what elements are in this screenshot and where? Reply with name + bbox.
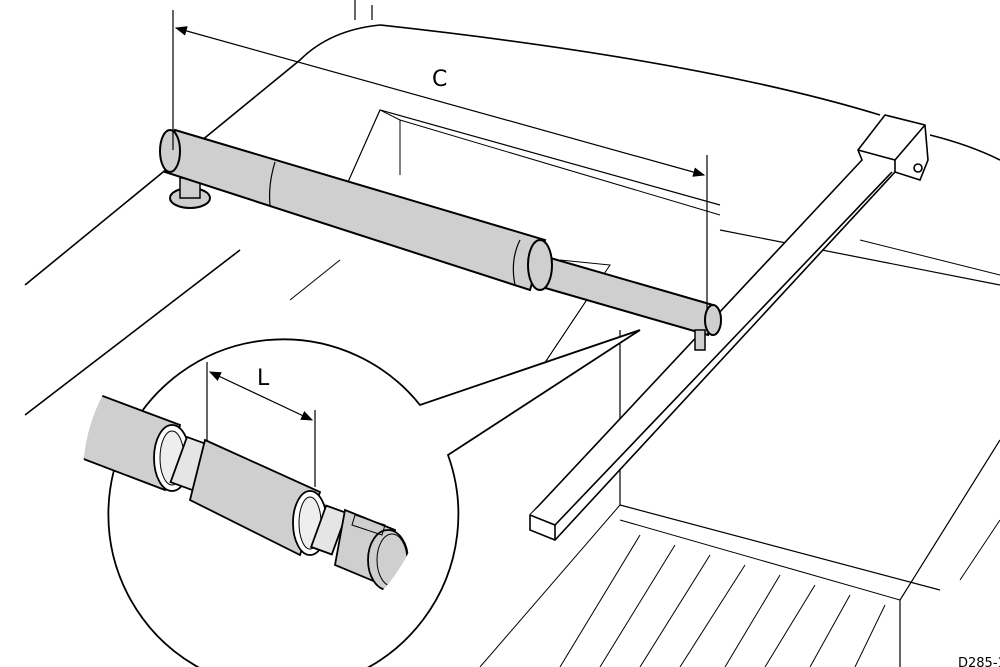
support-bar (529, 114, 929, 541)
dimension-l-label: L (257, 366, 270, 391)
figure-code: D285-1 (958, 656, 1000, 667)
detail-callout (83, 329, 641, 667)
deck-slats (559, 534, 886, 667)
gas-strut (159, 128, 722, 351)
dimension-c (172, 10, 708, 310)
dimension-c-label: C (432, 67, 447, 92)
